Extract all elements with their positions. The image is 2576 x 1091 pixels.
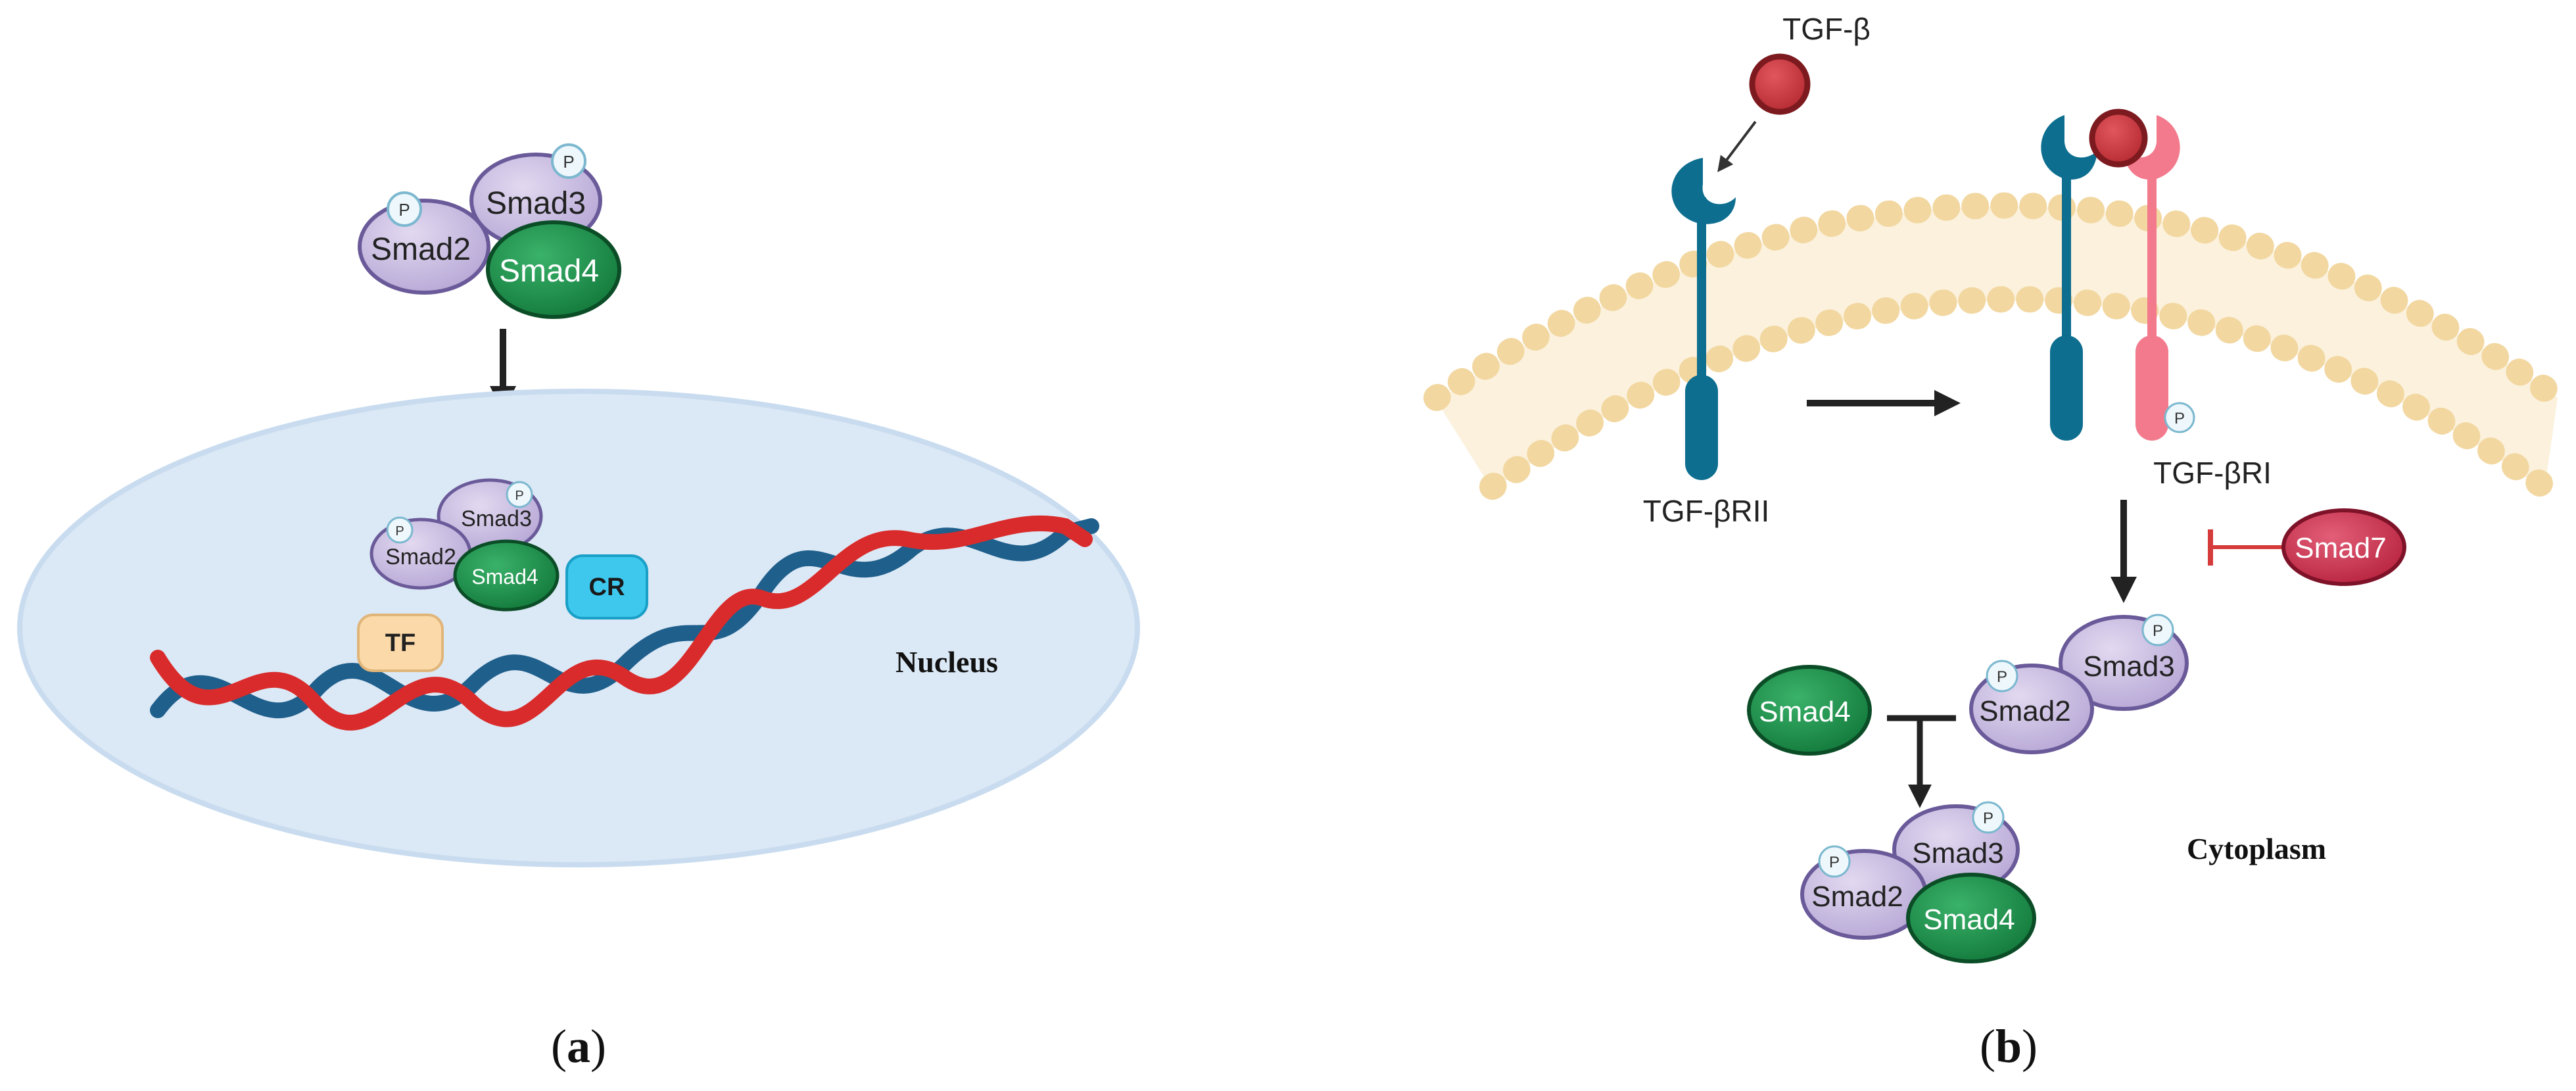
rii-kinase-domain xyxy=(2050,335,2083,441)
phospho-label: P xyxy=(1983,810,1993,827)
panel-a: Smad3 Smad2 Smad4 P P TF CR Smad3 xyxy=(17,143,1140,1073)
cytoplasm-label: Cytoplasm xyxy=(2187,832,2326,865)
phospho-label: P xyxy=(2153,622,2163,640)
smad4-protein xyxy=(486,220,621,319)
receptor-complex: P xyxy=(2041,109,2195,441)
smad7-label: Smad7 xyxy=(2295,532,2386,564)
smad7-protein xyxy=(2281,508,2406,586)
cr-label: CR xyxy=(589,573,625,601)
smad4-protein xyxy=(1747,665,1872,756)
smad2-smad3-smad4-complex: Smad3 Smad2 Smad4 P P xyxy=(1800,801,2036,963)
phospho-label: P xyxy=(1829,854,1840,871)
ri-kinase-domain xyxy=(2135,335,2168,441)
smad3-label: Smad3 xyxy=(2083,650,2174,683)
smad2-label: Smad2 xyxy=(371,232,471,267)
ligand-binding-arrow xyxy=(1717,120,1757,172)
phospho-badge xyxy=(2164,402,2195,433)
smad-complex-nuclear: Smad3 Smad2 Smad4 P P xyxy=(370,478,560,612)
tf-label: TF xyxy=(385,629,416,657)
membrane-band xyxy=(1437,206,2558,490)
receptor-stalk xyxy=(1697,197,1706,388)
smad2-label: Smad2 xyxy=(1811,881,1903,913)
co-regulator xyxy=(565,554,648,619)
rii-stalk xyxy=(2062,164,2071,355)
phospho-label: P xyxy=(1997,668,2007,686)
phospho-label: P xyxy=(395,524,404,539)
rii-binding-pocket xyxy=(2041,115,2097,180)
phospho-badge xyxy=(1972,801,2005,834)
smad-complex-cytoplasmic: Smad3 Smad2 Smad4 P P xyxy=(358,143,621,319)
transcription-factor xyxy=(357,614,444,672)
smad3-label: Smad3 xyxy=(1912,837,2003,869)
smad2-smad3-complex: Smad3 Smad2 P P xyxy=(1969,614,2189,754)
panel-a-caption: (a) xyxy=(551,1020,606,1073)
phospho-label: P xyxy=(398,200,410,220)
tgf-beta-ri-label: TGF-βRI xyxy=(2153,456,2272,490)
nucleus xyxy=(17,389,1140,867)
phospho-badge xyxy=(387,191,422,227)
bound-tgf-beta-ligand xyxy=(2089,109,2148,168)
panel-b: TGF-β TGF-βRII P TGF-βRI xyxy=(1423,12,2571,1073)
cell-membrane xyxy=(1423,192,2571,500)
ri-stalk xyxy=(2147,164,2157,349)
ri-binding-pocket xyxy=(2124,115,2180,180)
smad4-label: Smad4 xyxy=(1759,696,1850,728)
phospho-label: P xyxy=(515,489,523,503)
phospho-badge xyxy=(1818,845,1851,878)
smad2-label: Smad2 xyxy=(1979,695,2070,727)
membrane-inner-leaflet xyxy=(1479,286,2558,500)
phospho-badge xyxy=(1986,660,2018,692)
smad4-protein xyxy=(1906,873,2036,963)
phospho-badge xyxy=(551,143,586,179)
dna-helix xyxy=(150,516,1099,731)
phospho-badge xyxy=(506,481,533,508)
phospho-label: P xyxy=(2174,410,2185,427)
phospho-badge xyxy=(2141,614,2174,646)
receptor-binding-pocket xyxy=(1671,158,1736,224)
phospho-badge xyxy=(386,516,414,544)
smad3-label: Smad3 xyxy=(486,186,586,221)
nucleus-label: Nucleus xyxy=(895,645,998,679)
smad4-label: Smad4 xyxy=(471,565,538,589)
dna-strand-red xyxy=(150,516,1093,731)
smad4-label: Smad4 xyxy=(1923,904,2015,936)
smad2-protein xyxy=(358,199,490,295)
phospho-label: P xyxy=(563,152,574,172)
tgf-beta-label: TGF-β xyxy=(1782,12,1871,46)
tgf-beta-ligand xyxy=(1749,53,1811,115)
tgf-beta-rii-label: TGF-βRII xyxy=(1643,494,1770,528)
tgf-beta-rii-receptor xyxy=(1671,158,1736,480)
smad3-label: Smad3 xyxy=(461,506,532,531)
panel-b-caption: (b) xyxy=(1980,1020,2038,1073)
smad4-label: Smad4 xyxy=(499,254,599,289)
membrane-outer-leaflet xyxy=(1423,192,2571,411)
smad4-protein xyxy=(453,539,560,612)
receptor-kinase-domain xyxy=(1685,375,1718,480)
smad2-label: Smad2 xyxy=(385,545,456,570)
